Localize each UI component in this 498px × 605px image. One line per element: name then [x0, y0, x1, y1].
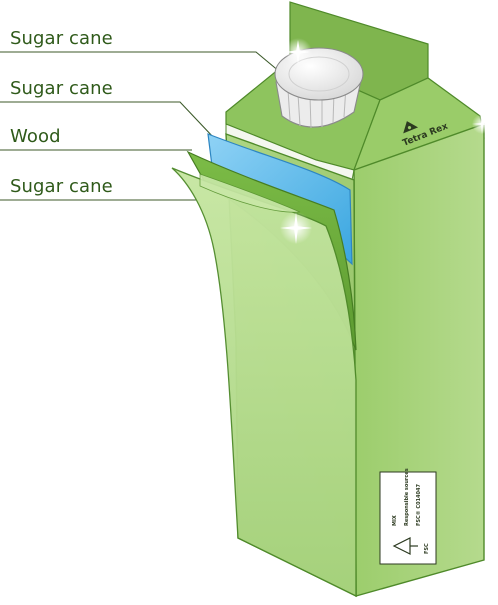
layer-flap — [199, 173, 301, 213]
layer-outer-peel — [171, 167, 357, 598]
fsc-line-2: Responsible sources — [404, 468, 410, 526]
callout-label-inner-layer: Sugar cane — [10, 78, 113, 99]
fsc-line-1: MIX — [392, 515, 398, 526]
callout-label-middle-layer: Wood — [10, 126, 61, 147]
callout-line-inner-layer — [0, 101, 215, 139]
fsc-tree-icon — [392, 537, 418, 555]
fsc-line-3: FSC® C014047 — [416, 484, 422, 526]
fsc-label: FSC MIX Responsible sources FSC® C014047 — [379, 468, 437, 565]
fsc-logo-text: FSC — [424, 543, 430, 554]
callout-label-cap: Sugar cane — [10, 28, 113, 49]
callout-label-outer-layer: Sugar cane — [10, 176, 113, 197]
sparkles — [280, 38, 492, 244]
